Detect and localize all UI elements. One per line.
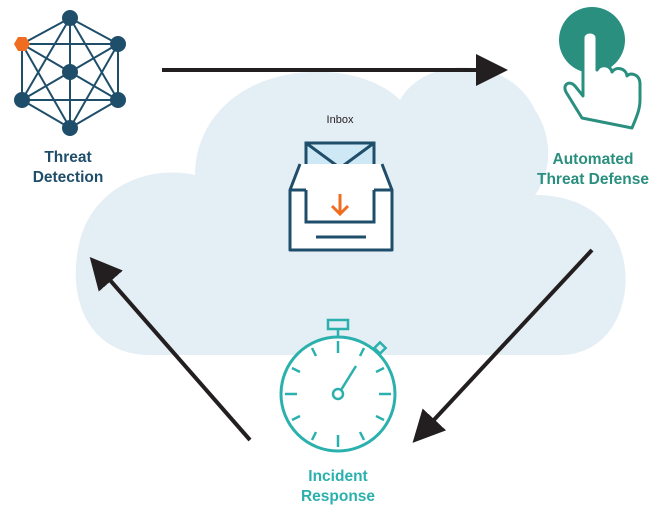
arrow-response-to-detection (89, 256, 252, 442)
inbox-label: Inbox (326, 114, 354, 126)
incident-response-label-line-1: Incident (308, 468, 368, 485)
threat-detection-label: Threat Detection (18, 148, 118, 188)
arrow-defense-to-response (412, 248, 594, 443)
touch-tap-icon (559, 7, 642, 130)
automated-threat-defense-label: Automated Threat Defense (528, 150, 658, 190)
network-graph-icon (14, 10, 126, 136)
automated-threat-defense-label-line-2: Threat Defense (537, 171, 649, 188)
threat-detection-label-line-1: Threat (44, 149, 92, 166)
incident-response-label: Incident Response (278, 467, 398, 507)
incident-response-label-line-2: Response (300, 488, 376, 505)
threat-detection-label-line-2: Detection (32, 169, 104, 186)
inbox-mail-icon (288, 141, 394, 252)
automated-threat-defense-label-line-1: Automated (552, 151, 634, 168)
stopwatch-icon (279, 318, 397, 453)
